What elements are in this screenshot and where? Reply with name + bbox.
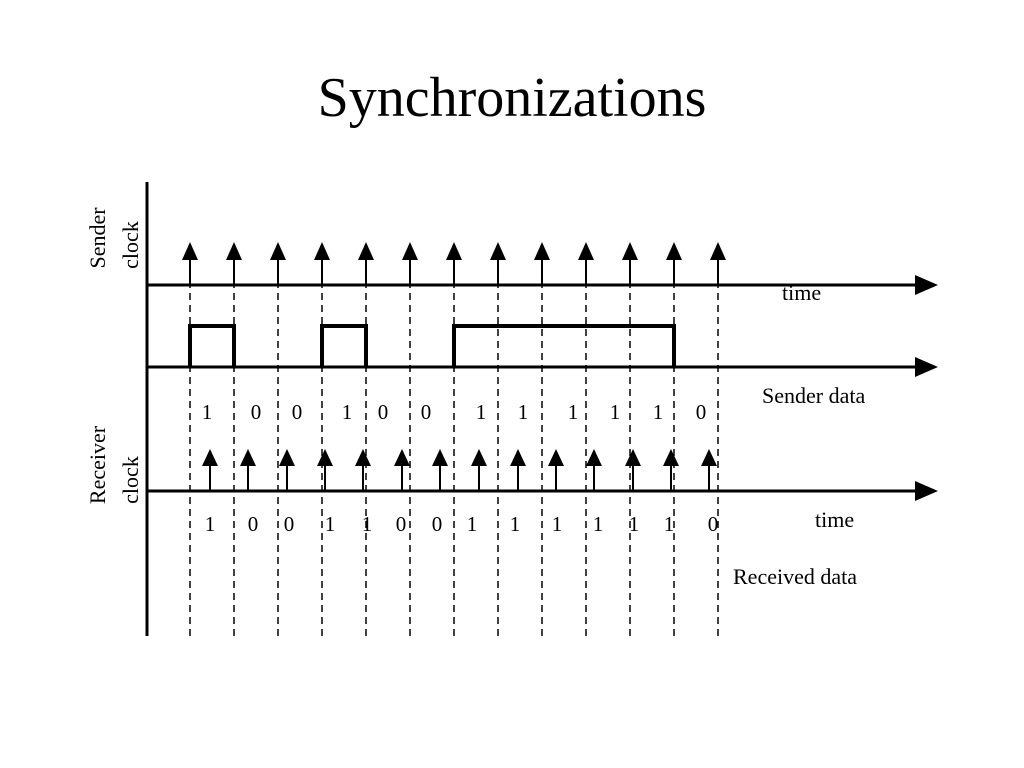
time-label-bottom: time	[815, 507, 854, 532]
receiver-clock-arrow-2	[240, 449, 256, 491]
sender-clock-arrow-12	[666, 242, 682, 285]
receiver-clock-arrow-10	[548, 449, 564, 491]
sender-bit-1: 1	[202, 400, 213, 424]
sender-bit-11: 1	[653, 400, 664, 424]
receiver-clock-label-line1: Receiver	[85, 425, 110, 504]
sender-clock-arrow-3	[270, 242, 286, 285]
sender-clock-axis-arrowhead	[915, 275, 938, 295]
sender-clock-arrows	[182, 242, 726, 285]
sender-clock-arrow-1	[182, 242, 198, 285]
sender-bit-5: 0	[378, 400, 389, 424]
sender-clock-label-line2: clock	[118, 221, 143, 269]
receiver-clock-label-line2: clock	[118, 456, 143, 504]
received-bit-12: 1	[629, 512, 640, 536]
sender-clock-arrow-9	[534, 242, 550, 285]
sender-data-signal	[188, 324, 676, 367]
receiver-clock-arrow-5	[355, 449, 371, 491]
received-bit-9: 1	[510, 512, 521, 536]
sender-bit-8: 1	[518, 400, 529, 424]
received-bit-6: 0	[396, 512, 407, 536]
time-label-top: time	[782, 280, 821, 305]
receiver-clock-arrow-1	[202, 449, 218, 491]
sender-clock-arrow-11	[622, 242, 638, 285]
sender-clock-arrow-6	[402, 242, 418, 285]
sender-clock-arrow-10	[578, 242, 594, 285]
sender-bit-10: 1	[610, 400, 621, 424]
receiver-clock-arrow-4	[317, 449, 333, 491]
sender-clock-arrow-5	[358, 242, 374, 285]
received-bit-7: 0	[432, 512, 443, 536]
sender-clock-arrow-8	[490, 242, 506, 285]
sender-clock-arrow-4	[314, 242, 330, 285]
receiver-clock-arrow-9	[510, 449, 526, 491]
received-bit-14: 0	[708, 512, 719, 536]
sender-bit-6: 0	[421, 400, 432, 424]
receiver-clock-arrow-6	[394, 449, 410, 491]
received-bit-13: 1	[664, 512, 675, 536]
sender-bit-3: 0	[292, 400, 303, 424]
received-bit-11: 1	[593, 512, 604, 536]
sender-clock-label-line1: Sender	[85, 207, 110, 269]
receiver-clock-arrow-8	[471, 449, 487, 491]
sender-clock-arrow-13	[710, 242, 726, 285]
sender-bit-2: 0	[251, 400, 262, 424]
received-bit-4: 1	[325, 512, 336, 536]
receiver-clock-axis-arrowhead	[915, 481, 938, 501]
slide-title: Synchronizations	[317, 67, 707, 129]
received-bit-2: 0	[248, 512, 259, 536]
received-bit-8: 1	[467, 512, 478, 536]
receiver-clock-arrow-11	[586, 449, 602, 491]
received-data-label: Received data	[733, 564, 857, 589]
sender-bit-row: 1 0 0 1 0 0 1 1 1 1 1 0	[202, 400, 707, 424]
receiver-clock-arrow-13	[663, 449, 679, 491]
sender-data-label: Sender data	[762, 383, 865, 408]
receiver-clock-arrow-14	[701, 449, 717, 491]
sender-bit-9: 1	[568, 400, 579, 424]
received-bit-3: 0	[284, 512, 295, 536]
received-bit-1: 1	[205, 512, 216, 536]
sender-clock-arrow-7	[446, 242, 462, 285]
sender-bit-12: 0	[696, 400, 707, 424]
sender-clock-arrow-2	[226, 242, 242, 285]
clock-guides	[189, 245, 719, 636]
sender-bit-7: 1	[476, 400, 487, 424]
receiver-clock-arrow-3	[279, 449, 295, 491]
received-bit-5: 1	[362, 512, 373, 536]
receiver-clock-arrow-7	[432, 449, 448, 491]
received-bit-10: 1	[552, 512, 563, 536]
receiver-clock-arrows	[202, 449, 717, 491]
sender-data-axis-arrowhead	[915, 357, 938, 377]
sender-bit-4: 1	[342, 400, 353, 424]
receiver-clock-arrow-12	[625, 449, 641, 491]
